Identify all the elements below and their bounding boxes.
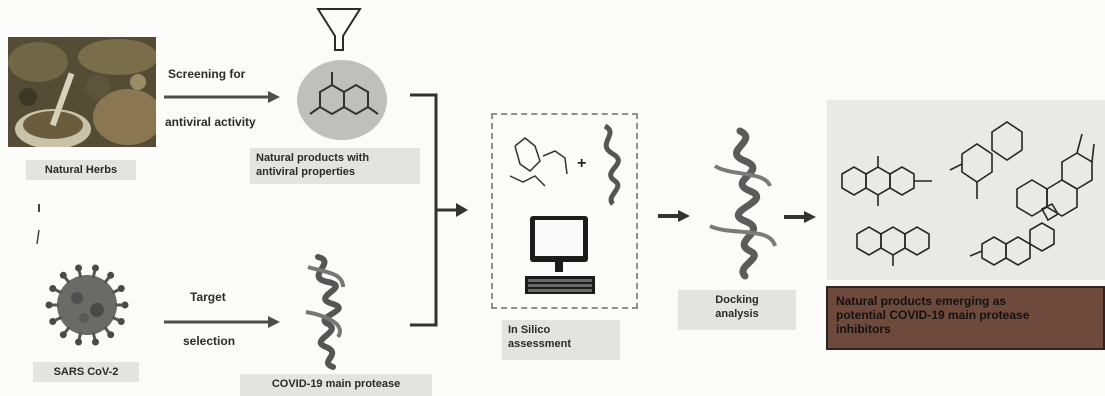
dotted-connector: [36, 204, 40, 245]
molecules-panel: [827, 100, 1105, 280]
virus-spike-tip: [91, 264, 99, 272]
arrow-to-docking: [658, 210, 690, 222]
virus-spike-tip: [49, 317, 57, 325]
virus-spike-tip: [91, 338, 99, 346]
virus-spike-tip: [45, 301, 53, 309]
protease-label: COVID-19 main protease: [240, 374, 432, 396]
in-silico-panel: [491, 113, 638, 309]
virus-spike-tip: [75, 338, 83, 346]
virus-spike-tip: [107, 331, 115, 339]
funnel-icon: [316, 8, 362, 51]
virus-spike-tip: [59, 271, 67, 279]
result-label: Natural products emerging as potential C…: [826, 286, 1105, 350]
virus-spike-tip: [117, 285, 125, 293]
screening-label-2: antiviral activity: [165, 115, 256, 129]
in-silico-label: In Silico assessment: [502, 320, 620, 360]
docking-structure: [709, 127, 777, 280]
target-label-2: selection: [183, 334, 236, 348]
in-silico-illustration: +: [509, 123, 621, 294]
virus-spike-tip: [49, 285, 57, 293]
natural-product-molecule: [297, 60, 387, 140]
virus-spike-tip: [107, 271, 115, 279]
target-label-1: Target: [190, 290, 226, 304]
natural-herbs-image: [8, 37, 156, 147]
merge-bracket: [410, 93, 468, 327]
virus-spike-tip: [121, 301, 129, 309]
natural-product-structures: [841, 121, 1095, 266]
sars-label: SARS CoV-2: [33, 362, 139, 382]
docking-label: Docking analysis: [678, 290, 796, 330]
natural-products-label: Natural products with antiviral properti…: [250, 148, 420, 184]
screening-arrow: [164, 91, 280, 103]
virus-spike-tip: [117, 317, 125, 325]
sars-cov-2-virus-icon: [45, 264, 129, 346]
protease-structure: [305, 254, 345, 370]
screening-label-1: Screening for: [168, 67, 246, 81]
natural-herbs-label: Natural Herbs: [26, 160, 136, 180]
target-arrow: [164, 316, 280, 328]
arrow-to-results: [784, 211, 816, 223]
virus-spike-tip: [75, 264, 83, 272]
svg-text:+: +: [577, 155, 586, 172]
virus-spike-tip: [59, 331, 67, 339]
